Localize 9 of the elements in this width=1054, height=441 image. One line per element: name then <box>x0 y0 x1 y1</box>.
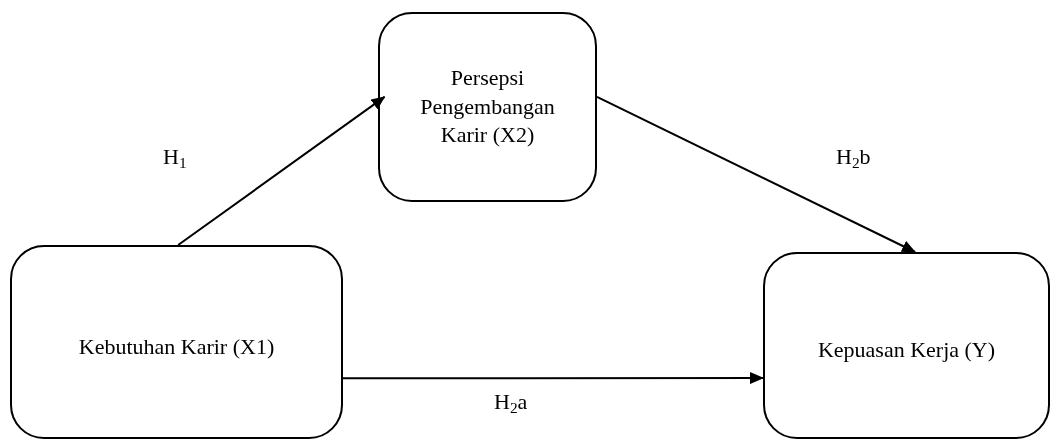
process-box <box>10 245 343 439</box>
arrow <box>342 372 764 385</box>
node-label: Kepuasan Kerja (Y) <box>817 336 996 365</box>
process-box <box>763 252 1050 439</box>
arrow <box>177 95 386 246</box>
node-label: Persepsi Pengembangan Karir (X2) <box>419 64 556 150</box>
arrow <box>596 95 917 253</box>
node-label: Kebutuhan Karir (X1) <box>78 332 275 361</box>
process-box <box>378 12 597 202</box>
